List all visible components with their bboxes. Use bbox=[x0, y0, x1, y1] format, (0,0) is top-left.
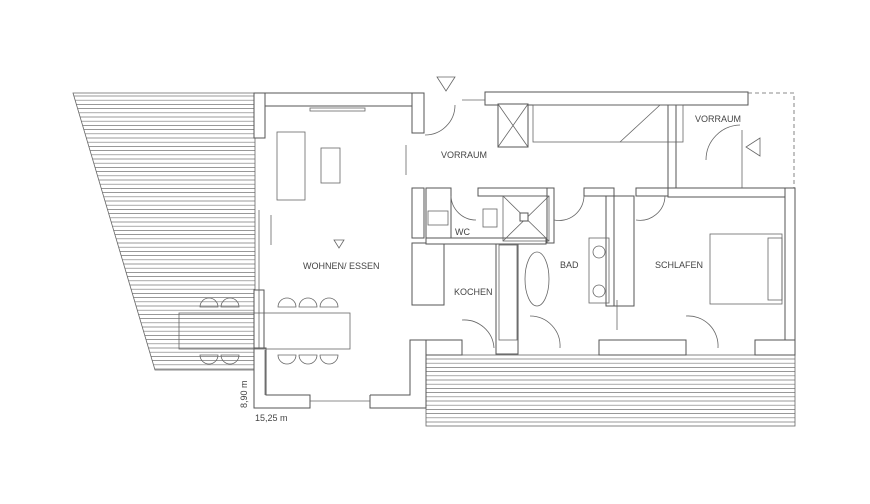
label-schlafen: SCHLAFEN bbox=[655, 260, 703, 270]
label-bad: BAD bbox=[560, 260, 579, 270]
chair bbox=[199, 297, 219, 308]
chair bbox=[277, 354, 297, 365]
dimension-depth: 8,90 m bbox=[239, 380, 249, 408]
chair bbox=[298, 297, 318, 308]
label-kochen: KOCHEN bbox=[454, 287, 493, 297]
chair bbox=[319, 297, 339, 308]
chair bbox=[199, 354, 219, 365]
chair bbox=[220, 354, 240, 365]
label-vorraum: VORRAUM bbox=[441, 150, 487, 160]
chair bbox=[319, 354, 339, 365]
terrace-bottom bbox=[425, 354, 796, 427]
chair bbox=[298, 354, 318, 365]
chair bbox=[277, 297, 297, 308]
terrace-left bbox=[72, 92, 256, 371]
chair bbox=[220, 297, 240, 308]
room-labels: VORRAUM VORRAUM WC KOCHEN BAD SCHLAFEN W… bbox=[239, 114, 741, 423]
label-wohnen-essen: WOHNEN/ ESSEN bbox=[303, 261, 380, 271]
label-wc: WC bbox=[455, 227, 470, 237]
walls bbox=[178, 76, 796, 409]
label-vorraum-entry: VORRAUM bbox=[695, 114, 741, 124]
dimension-width: 15,25 m bbox=[255, 413, 288, 423]
